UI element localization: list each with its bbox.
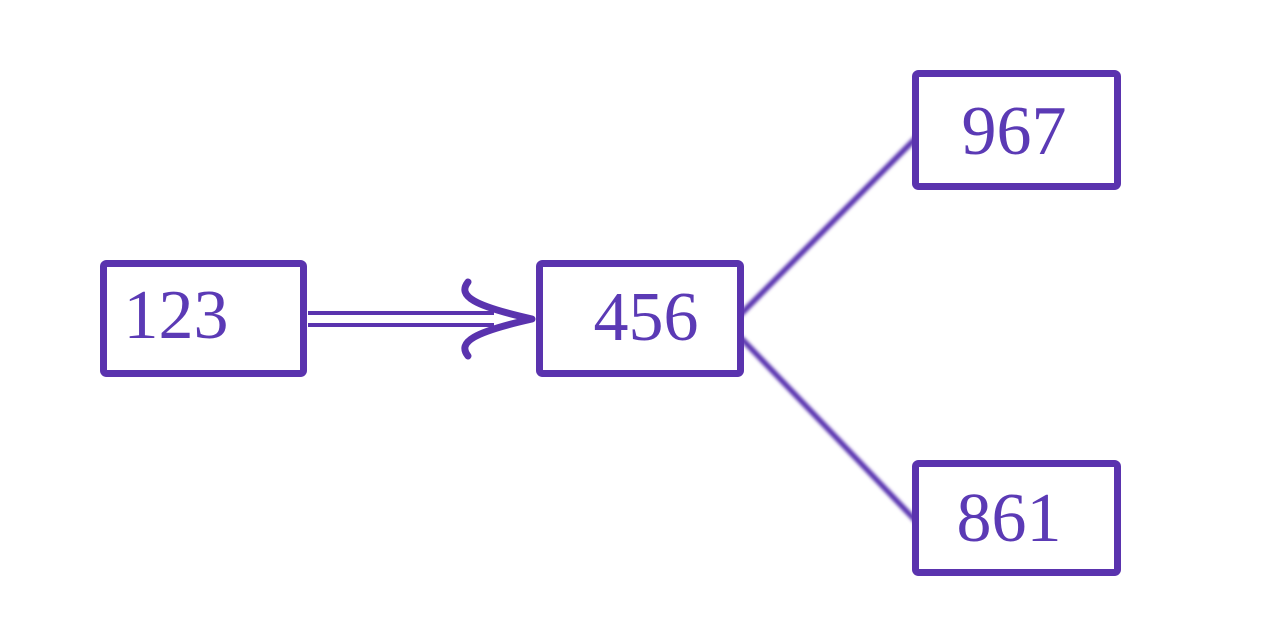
node-123-label: 123 [124,277,229,354]
node-456-box [536,260,744,377]
node-861: 861 [912,460,1121,576]
node-123-box [100,260,307,377]
node-456: 456 [536,260,744,377]
edge-123-to-456 [308,278,536,360]
node-456-label: 456 [594,279,699,356]
node-967-label: 967 [962,93,1067,170]
open-arrowhead-icon [461,278,536,360]
node-861-box [912,460,1121,576]
node-123: 123 [100,260,307,377]
edge-456-to-967 [738,134,920,317]
node-861-label: 861 [957,480,1062,557]
node-967: 967 [912,70,1121,190]
edge-456-to-861 [739,336,918,523]
node-967-box [912,70,1121,190]
